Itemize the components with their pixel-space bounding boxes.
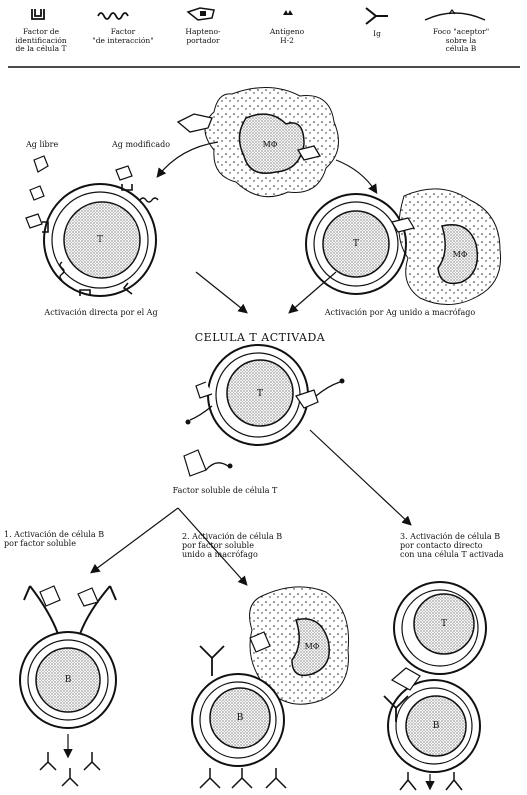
- cell-letter-t-left: T: [90, 236, 110, 245]
- legend-label-hapten: Hapteno- portador: [176, 28, 230, 45]
- label-b-activation-2: 2. Activación de célula B por factor sol…: [182, 532, 302, 559]
- legend-label-ig: Ig: [362, 30, 392, 39]
- cell-letter-b1: B: [58, 676, 78, 685]
- arrow-to-b3: [310, 430, 410, 524]
- interaction-factor-icon: [98, 13, 128, 19]
- cell-letter-b2: B: [230, 714, 250, 723]
- t-cell-id-factor-icon: [32, 9, 44, 19]
- label-b-activation-1: 1. Activación de célula B por factor sol…: [4, 530, 124, 548]
- legend-label-h2: Antígeno H-2: [262, 28, 312, 45]
- label-b-activation-3: 3. Activación de célula B por contacto d…: [400, 532, 526, 559]
- hapten-carrier-icon: [188, 8, 214, 20]
- ig-icons-output-2: [200, 768, 286, 788]
- label-activated-t-cell: CELULA T ACTIVADA: [160, 332, 360, 344]
- legend-label-t-id: Factor de identificación de la célula T: [12, 28, 70, 54]
- arrow-to-right-t: [336, 160, 376, 192]
- cell-letter-macrophage-top: MΦ: [258, 140, 282, 149]
- macrophage-right: [392, 189, 501, 305]
- ig-icons-output-3: [400, 772, 462, 790]
- cell-letter-b3: B: [426, 722, 446, 731]
- legend-label-interaction: Factor "de interacción": [86, 28, 160, 45]
- cell-letter-macrophage-b2: MΦ: [300, 642, 324, 651]
- cell-letter-macrophage-right: MΦ: [448, 250, 472, 259]
- soluble-factor-icon: [184, 450, 233, 476]
- label-soluble-factor: Factor soluble de célula T: [150, 486, 300, 495]
- arrow-left-converge: [196, 272, 246, 312]
- cell-letter-t-activated: T: [250, 390, 270, 399]
- acceptor-icon: [425, 10, 485, 20]
- ig-icon: [366, 8, 388, 24]
- legend-label-acceptor: Foco "aceptor" sobre la célula B: [424, 28, 498, 54]
- b-cell-3: [384, 668, 480, 772]
- label-macrophage-activation: Activación por Ag unido a macrófago: [300, 308, 500, 317]
- ig-icons-output-1: [40, 734, 100, 786]
- cell-letter-t-right: T: [346, 240, 366, 249]
- label-direct-activation: Activación directa por el Ag: [26, 308, 176, 317]
- b-cell-1: [20, 586, 116, 728]
- arrow-right-converge: [290, 272, 336, 312]
- h2-antigen-icon: [283, 10, 293, 15]
- cell-letter-t-b3: T: [434, 620, 454, 629]
- label-ag-libre: Ag libre: [26, 140, 76, 149]
- label-ag-modificado: Ag modificado: [112, 140, 192, 149]
